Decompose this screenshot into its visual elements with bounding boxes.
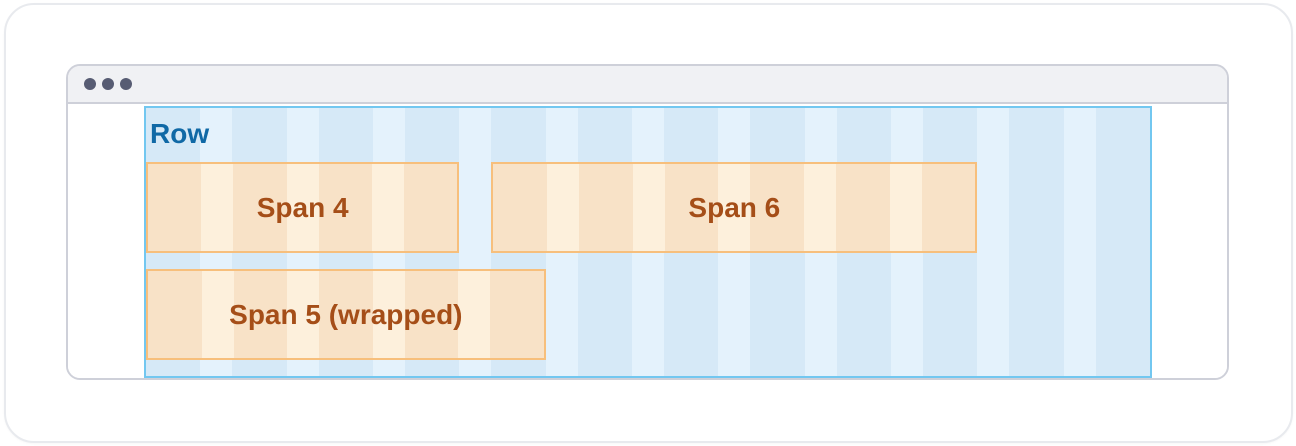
window-control-dot-icon: [84, 78, 96, 90]
window-control-dot-icon: [102, 78, 114, 90]
row-inner: Row Span 4 Span 6: [146, 108, 1150, 376]
span-label: Span 4: [256, 191, 349, 223]
span-stripes: [493, 164, 976, 251]
grid-row: Row Span 4 Span 6: [144, 106, 1152, 378]
span-label: Span 5 (wrapped): [229, 298, 463, 330]
span-grid: Span 4 Span 6 Span 5 (wrapped): [146, 162, 1150, 360]
window-control-dot-icon: [120, 78, 132, 90]
row-label: Row: [150, 118, 210, 149]
span-stripes: [148, 271, 544, 358]
span-stripes: [148, 164, 458, 251]
span-label: Span 6: [688, 191, 781, 223]
span-box-4: Span 4: [146, 162, 460, 253]
browser-window: Row Span 4 Span 6: [66, 64, 1229, 380]
span-box-6: Span 6: [491, 162, 978, 253]
browser-content: Row Span 4 Span 6: [68, 104, 1227, 378]
browser-titlebar: [68, 66, 1227, 104]
span-box-5-wrapped: Span 5 (wrapped): [146, 269, 546, 360]
outer-card: Row Span 4 Span 6: [4, 3, 1293, 443]
